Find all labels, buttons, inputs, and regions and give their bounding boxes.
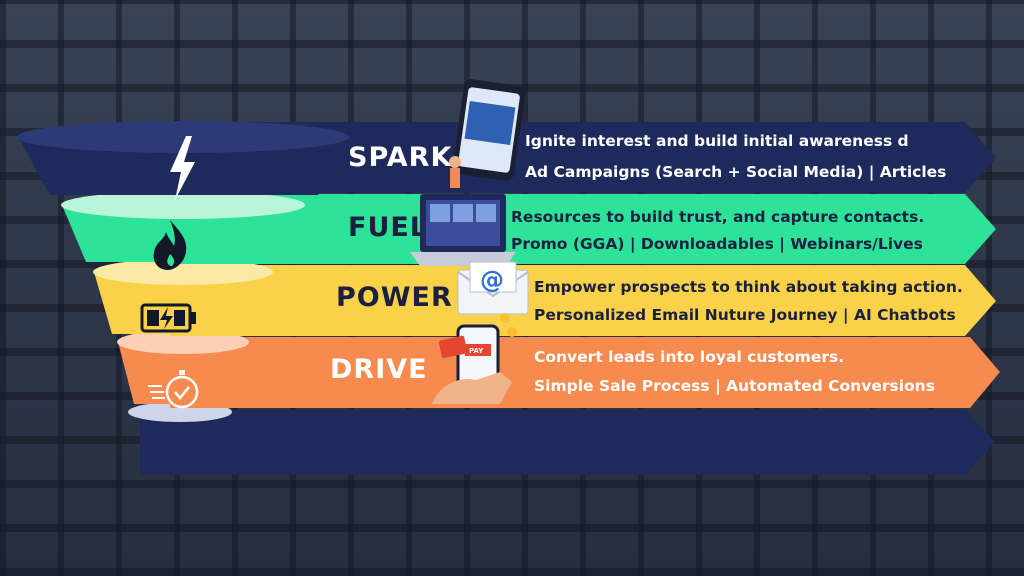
drive-description-line1: Convert leads into loyal customers. [534, 348, 844, 366]
spark-description-line1: Ignite interest and build initial awaren… [525, 132, 909, 150]
power-funnel-rim [93, 259, 273, 285]
spark-title: SPARK [348, 142, 452, 173]
fuel-description-line1: Resources to build trust, and capture co… [511, 208, 924, 226]
fuel-title: FUEL [348, 212, 428, 243]
drive-arrow [170, 337, 1000, 408]
power-funnel-body [94, 272, 272, 334]
drive-description-line2: Simple Sale Process | Automated Conversi… [534, 377, 935, 396]
smartphone-illustration [452, 79, 526, 181]
battery-charging-icon [140, 303, 196, 333]
stopwatch-check-icon [148, 370, 199, 409]
pay-badge: PAY [469, 347, 484, 355]
mobile-payment-illustration: PAY [432, 313, 517, 404]
lightning-bolt-icon [170, 136, 195, 200]
power-description-line2: Personalized Email Nuture Journey | AI C… [534, 306, 956, 325]
fuel-description-line2: Promo (GGA) | Downloadables | Webinars/L… [511, 235, 923, 254]
laptop-webinar-illustration [410, 156, 516, 266]
power-description-line1: Empower prospects to think about taking … [534, 278, 963, 296]
flame-icon [153, 220, 187, 270]
fuel-funnel-rim [61, 191, 305, 219]
spark-funnel-rim [17, 121, 349, 153]
power-title: POWER [336, 282, 453, 313]
power-arrow [170, 265, 996, 336]
spark-description-line2: Ad Campaigns (Search + Social Media) | A… [525, 163, 946, 182]
fuel-arrow [170, 194, 996, 264]
spark-arrow [170, 122, 996, 193]
drive-title: DRIVE [330, 354, 428, 385]
bottom-arrow [140, 410, 995, 475]
email-envelope-illustration: @ [457, 261, 529, 315]
fuel-funnel-body [62, 205, 304, 262]
at-sign-icon: @ [480, 266, 504, 294]
